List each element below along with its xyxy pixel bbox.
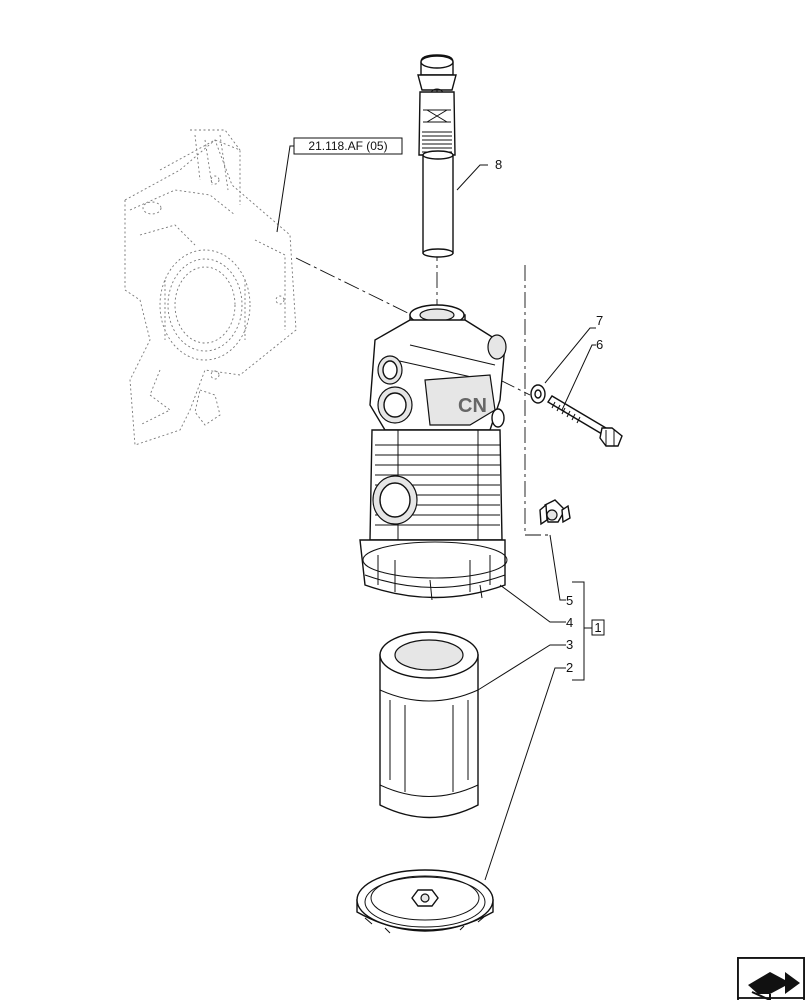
callout-8: 8 xyxy=(495,157,502,172)
callout-5: 5 xyxy=(566,593,573,608)
callout-leaders xyxy=(456,164,596,881)
reference-callout: 21.118.AF (05) xyxy=(276,137,403,233)
next-page-arrow-icon[interactable] xyxy=(737,957,805,1000)
callout-6: 6 xyxy=(596,337,603,352)
assembly-centerlines xyxy=(295,245,548,536)
part-8-filler-tube xyxy=(417,54,457,258)
part-4-filter-housing: CN xyxy=(359,304,508,601)
svg-text:CN: CN xyxy=(458,395,487,417)
part-2-bottom-cover xyxy=(356,869,494,934)
callout-4: 4 xyxy=(566,615,573,630)
callout-3: 3 xyxy=(566,637,573,652)
part-7-washer xyxy=(530,384,546,404)
callout-7: 7 xyxy=(596,313,603,328)
reference-code: 21.118.AF (05) xyxy=(308,139,387,153)
callout-2: 2 xyxy=(566,660,573,675)
part-5-clip xyxy=(539,499,571,526)
transmission-housing-ghost xyxy=(124,129,297,446)
part-6-bolt xyxy=(547,395,623,447)
part-3-filter-element xyxy=(379,631,479,819)
assembly-callout: 1 xyxy=(591,619,605,636)
assembly-number: 1 xyxy=(594,620,601,635)
